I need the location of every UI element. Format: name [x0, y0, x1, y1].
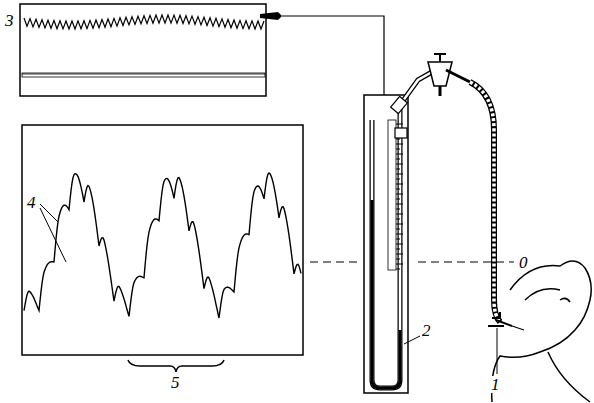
scale-tick	[396, 174, 403, 175]
scale-tick	[396, 144, 403, 145]
scale-ticks	[396, 124, 403, 269]
scale-tick	[396, 154, 403, 155]
scale-tick	[396, 259, 400, 260]
kymograph-strip	[20, 4, 266, 96]
dog-head	[492, 261, 592, 402]
scale-tick	[396, 239, 400, 240]
leader-line	[404, 336, 420, 344]
scale-tick	[396, 234, 403, 235]
scale-tick	[396, 199, 400, 200]
scale-tick	[396, 219, 400, 220]
scale-tick	[396, 179, 400, 180]
writing-pen	[260, 12, 282, 20]
scale-tick	[396, 214, 403, 215]
cannula	[488, 312, 512, 326]
callout-number: 2	[421, 322, 432, 339]
scale-tick	[396, 204, 403, 205]
rubber-tube	[470, 82, 500, 322]
scale-tick	[396, 124, 403, 125]
scale-tick	[396, 159, 400, 160]
clamp	[395, 128, 407, 138]
callout-number: 0	[518, 254, 529, 271]
callout-number: 3	[4, 12, 15, 29]
scale-tick	[396, 164, 403, 165]
scale-tick	[396, 194, 403, 195]
scale-tick	[396, 264, 403, 265]
blood-pressure-curve	[24, 173, 301, 318]
callout-number: 1	[490, 376, 501, 393]
time-line	[22, 73, 265, 77]
scale-tick	[396, 224, 403, 225]
scale-tick	[396, 254, 403, 255]
manometer-board	[364, 95, 408, 393]
scale-tick	[396, 229, 400, 230]
stopcock	[428, 62, 452, 86]
curve-panel	[22, 125, 303, 355]
leader-line	[497, 328, 498, 374]
scale-tick	[396, 149, 400, 150]
leader-line	[40, 204, 66, 262]
scale-tick	[396, 184, 403, 185]
callout-number: 5	[170, 374, 181, 391]
scale-tick	[396, 169, 400, 170]
scale-tick	[396, 209, 400, 210]
scale	[388, 120, 396, 270]
callout-number: 4	[26, 194, 37, 211]
scale-tick	[396, 249, 400, 250]
scale-tick	[396, 189, 400, 190]
pressure-trace	[24, 15, 264, 29]
scale-tick	[396, 139, 400, 140]
dog-eye	[560, 298, 570, 302]
scale-tick	[396, 269, 400, 270]
scale-tick	[396, 244, 403, 245]
zero-line	[310, 261, 514, 262]
respiratory-bracket	[128, 360, 224, 372]
